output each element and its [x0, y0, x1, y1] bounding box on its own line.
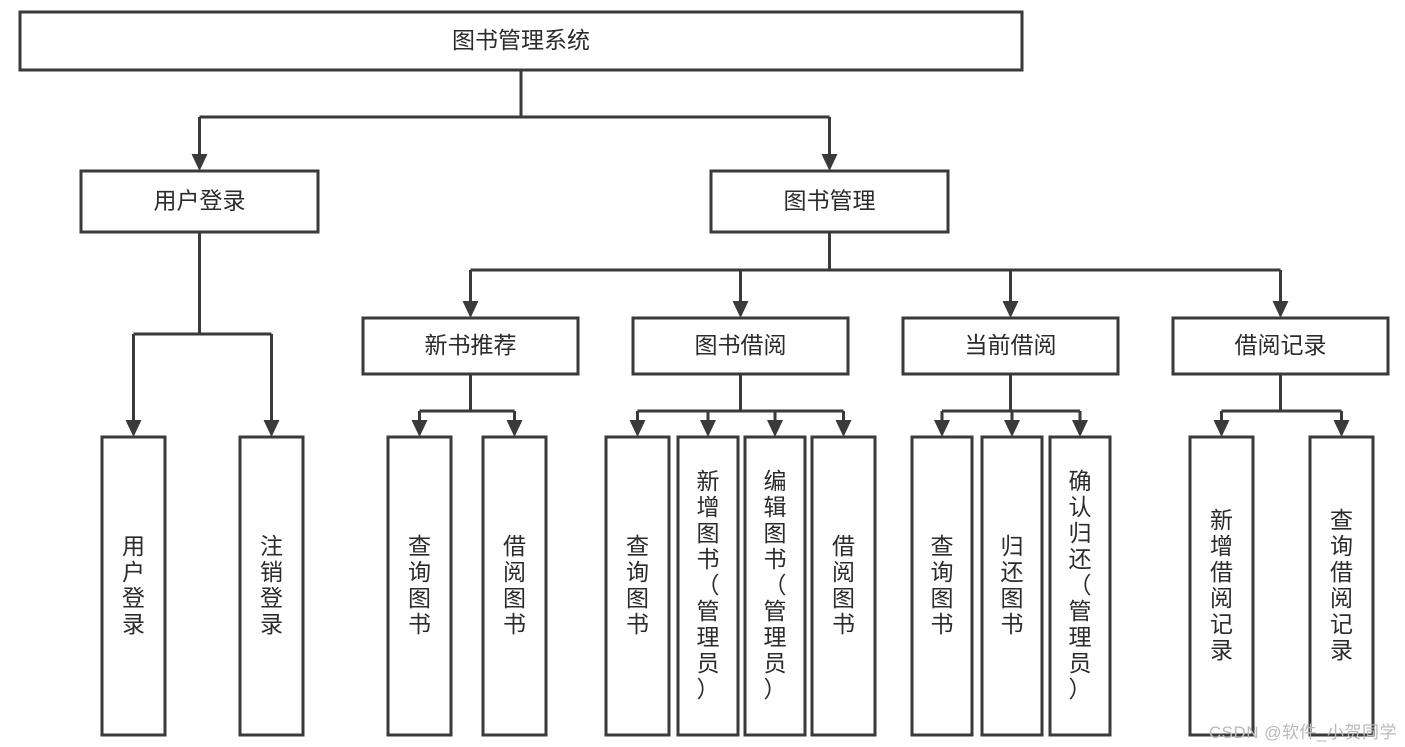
- node-label: 查询借阅记录: [1330, 507, 1353, 663]
- nodes-layer: 图书管理系统用户登录图书管理新书推荐图书借阅当前借阅借阅记录用户登录注销登录查询…: [18, 10, 1390, 737]
- edge-查询图书-0-arrowhead: [934, 420, 950, 437]
- edge-查询图书-0-arrowhead: [629, 420, 646, 437]
- node-box: [709, 169, 950, 234]
- node-leaf-0[interactable]: 用户登录: [100, 435, 167, 737]
- node-label: 图书管理系统: [452, 27, 590, 53]
- node-box: [100, 435, 167, 737]
- edge-编辑图书管理员-2-arrowhead: [767, 420, 783, 437]
- node-label: 借阅图书: [832, 533, 855, 637]
- node-label: 注销登录: [260, 533, 283, 637]
- edge-新增借阅记录-0-arrowhead: [1213, 420, 1230, 437]
- connectors-layer: [125, 70, 1350, 437]
- node-label: 查询图书: [626, 533, 649, 637]
- node-leaf-8[interactable]: 查询图书: [910, 435, 974, 737]
- node-label: 图书借阅: [695, 332, 787, 358]
- node-box: [631, 316, 850, 376]
- node-l3-2[interactable]: 当前借阅: [901, 316, 1120, 376]
- node-leaf-1[interactable]: 注销登录: [238, 435, 305, 737]
- node-l2-1[interactable]: 图书管理: [709, 169, 950, 234]
- node-l3-3[interactable]: 借阅记录: [1171, 316, 1390, 376]
- node-leaf-3[interactable]: 借阅图书: [481, 435, 548, 737]
- node-box: [604, 435, 671, 737]
- node-label: 新增图书（管理员）: [697, 468, 720, 702]
- node-leaf-7[interactable]: 借阅图书: [810, 435, 877, 737]
- node-box: [1048, 435, 1112, 737]
- node-leaf-10[interactable]: 确认归还（管理员）: [1048, 435, 1112, 737]
- node-box: [1188, 435, 1255, 737]
- node-l2-0[interactable]: 用户登录: [79, 169, 320, 234]
- edge-查询图书-0-arrowhead: [411, 420, 428, 437]
- node-box: [980, 435, 1044, 737]
- edge-确认归还管理员-2-arrowhead: [1072, 420, 1088, 437]
- edge-借阅图书-3-arrowhead: [835, 420, 852, 437]
- node-label: 归还图书: [1001, 533, 1024, 637]
- node-leaf-11[interactable]: 新增借阅记录: [1188, 435, 1255, 737]
- node-box: [386, 435, 453, 737]
- node-label: 新书推荐: [425, 332, 517, 358]
- edge-借阅记录-3-arrowhead: [1272, 301, 1289, 318]
- edge-归还图书-1-arrowhead: [1004, 420, 1020, 437]
- node-box: [1171, 316, 1390, 376]
- node-leaf-12[interactable]: 查询借阅记录: [1308, 435, 1375, 737]
- edge-注销登录-1-arrowhead: [263, 420, 280, 437]
- edge-用户登录-0-arrowhead: [125, 420, 142, 437]
- edge-图书管理-1-arrowhead: [821, 154, 838, 171]
- node-box: [361, 316, 580, 376]
- edge-借阅图书-1-arrowhead: [506, 420, 523, 437]
- node-leaf-6[interactable]: 编辑图书（管理员）: [743, 435, 807, 737]
- edge-新增图书管理员-1-arrowhead: [700, 420, 716, 437]
- node-leaf-5[interactable]: 新增图书（管理员）: [676, 435, 740, 737]
- node-label: 图书管理: [784, 188, 876, 214]
- node-box: [676, 435, 740, 737]
- node-leaf-2[interactable]: 查询图书: [386, 435, 453, 737]
- node-leaf-4[interactable]: 查询图书: [604, 435, 671, 737]
- node-box: [810, 435, 877, 737]
- node-leaf-9[interactable]: 归还图书: [980, 435, 1044, 737]
- node-box: [910, 435, 974, 737]
- edge-图书借阅-1-arrowhead: [732, 301, 749, 318]
- node-box: [481, 435, 548, 737]
- edge-查询借阅记录-1-arrowhead: [1333, 420, 1350, 437]
- node-box: [901, 316, 1120, 376]
- node-label: 用户登录: [154, 188, 246, 214]
- node-label: 新增借阅记录: [1210, 507, 1233, 663]
- node-box: [743, 435, 807, 737]
- node-box: [18, 10, 1024, 72]
- node-box: [79, 169, 320, 234]
- edge-当前借阅-2-arrowhead: [1002, 301, 1019, 318]
- edge-新书推荐-0-arrowhead: [462, 301, 479, 318]
- node-label: 当前借阅: [965, 332, 1057, 358]
- node-label: 查询图书: [408, 533, 431, 637]
- node-box: [238, 435, 305, 737]
- node-label: 借阅图书: [503, 533, 526, 637]
- node-label: 确认归还（管理员）: [1069, 468, 1092, 702]
- node-l3-0[interactable]: 新书推荐: [361, 316, 580, 376]
- node-l3-1[interactable]: 图书借阅: [631, 316, 850, 376]
- node-label: 查询图书: [931, 533, 954, 637]
- node-label: 用户登录: [122, 533, 145, 637]
- node-label: 借阅记录: [1235, 332, 1327, 358]
- csdn-watermark: CSDN @软件_小贺同学: [1208, 723, 1397, 742]
- node-box: [1308, 435, 1375, 737]
- node-root-0[interactable]: 图书管理系统: [18, 10, 1024, 72]
- node-label: 编辑图书（管理员）: [764, 468, 787, 702]
- edge-用户登录-0-arrowhead: [191, 154, 208, 171]
